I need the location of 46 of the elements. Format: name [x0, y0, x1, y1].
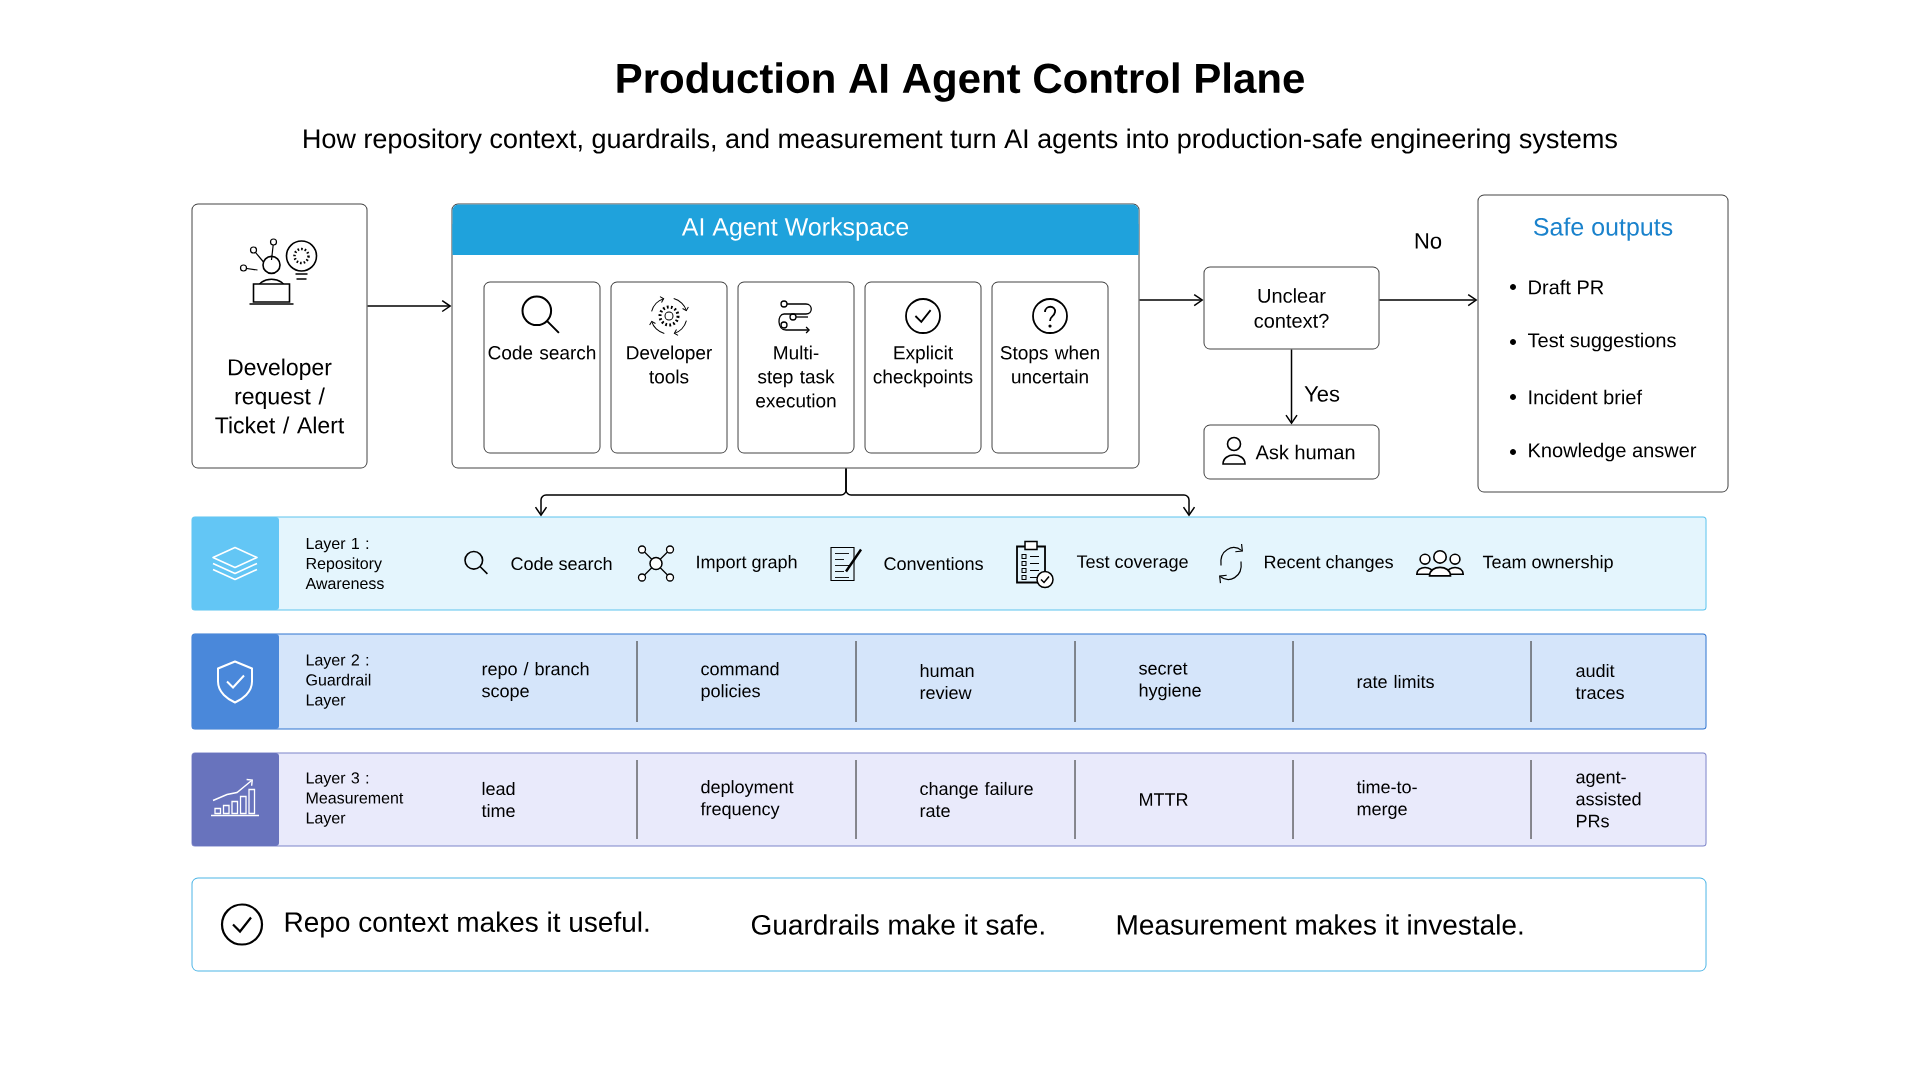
feature-label: Test coverage: [1076, 555, 1188, 572]
step-box: Developer tools: [610, 281, 728, 454]
cell-label: MTTR: [1140, 793, 1188, 806]
cell-label: agent-assisted PRs: [1576, 771, 1641, 828]
feature-label: Recent changes: [1265, 555, 1393, 572]
title: Production AI Agent Control Plane: [617, 62, 1304, 102]
cell-label: rate limits: [1357, 674, 1434, 689]
step-box: Stops when uncertain: [991, 281, 1109, 454]
action-box: Ask human: [1203, 424, 1380, 480]
feature-label: Team ownership: [1482, 555, 1613, 572]
arrow: [1285, 348, 1298, 425]
step-box: Multi-step task execution: [737, 281, 855, 454]
cell-label: time-to-merge: [1356, 780, 1417, 819]
cell-label: change failure rate: [920, 781, 1033, 818]
feature-label: Import graph: [697, 555, 797, 572]
list-item: Incident brief: [1510, 389, 1643, 405]
arrow: [845, 467, 1196, 517]
summary-statement: Guardrails make it safe.: [751, 914, 1044, 935]
card-heading: Safe outputs: [1533, 217, 1673, 241]
layer-title: Layer 3 : Measurement Layer: [306, 772, 404, 827]
decision-box: Unclear context?: [1203, 266, 1380, 350]
edge-label: No: [1415, 233, 1442, 249]
edge-label: Yes: [1304, 386, 1340, 402]
cell-label: audit traces: [1575, 663, 1624, 700]
list-item: Draft PR: [1510, 279, 1604, 295]
cell-label: deployment frequency: [700, 780, 794, 819]
arrow: [366, 299, 452, 313]
layer-title: Layer 1 : Repository Awareness: [305, 537, 384, 590]
cell-label: secret hygiene: [1139, 662, 1201, 701]
summary-statement: Repo context makes it useful.: [285, 911, 649, 938]
cell-label: command policies: [701, 662, 779, 701]
list-item: Test suggestions: [1510, 332, 1676, 352]
list-item: Knowledge answer: [1510, 442, 1697, 462]
step-box: Explicit checkpoints: [864, 281, 982, 454]
request-card: Developer request / Ticket / Alert: [191, 203, 368, 469]
layer-title: Layer 2 : Guardrail Layer: [306, 654, 371, 709]
feature-label: Code search: [511, 556, 612, 571]
feature-label: Conventions: [884, 556, 983, 571]
arrow: [1378, 293, 1478, 307]
cell-label: repo / branch scope: [482, 662, 589, 701]
step-box: Code search: [483, 281, 601, 454]
summary-statement: Measurement makes it investale.: [1117, 914, 1523, 935]
subtitle: How repository context, guardrails, and measurement turn AI agents into production-safe engineering systems: [304, 128, 1617, 154]
cell-label: lead time: [481, 781, 515, 818]
cell-label: human review: [920, 663, 974, 700]
arrow: [1138, 293, 1204, 307]
